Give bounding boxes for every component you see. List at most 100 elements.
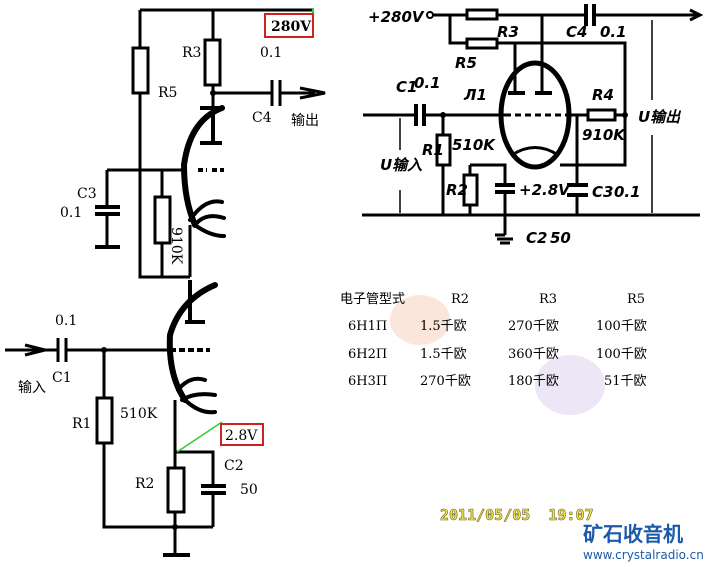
c3-value: 0.1 — [60, 205, 82, 221]
c1-value: 0.1 — [414, 74, 441, 92]
resistor-910k — [153, 195, 172, 245]
resistor-r3 — [465, 8, 499, 21]
timestamp: 2011/05/05 19:07 — [440, 506, 594, 524]
label-c2: C2 — [526, 229, 547, 247]
u-input-label: U输入 — [380, 156, 422, 174]
cathode-upper — [188, 199, 226, 238]
table-cell: 1.5千欧 — [420, 319, 467, 334]
table-row: 6H2П 1.5千欧 360千欧 100千欧 — [348, 347, 647, 362]
label-r2: R2 — [135, 476, 154, 492]
label-c2: C2 — [224, 458, 244, 474]
table-header: R5 — [627, 292, 645, 307]
r1-value: 510K — [120, 406, 158, 422]
c2-value: 50 — [240, 482, 258, 498]
table-cell: 360千欧 — [508, 347, 559, 362]
table-cell: 100千欧 — [596, 319, 647, 334]
tube-label: Л1 — [463, 86, 487, 104]
capacitor-c2 — [163, 484, 226, 557]
table-cell: 180千欧 — [508, 374, 559, 389]
resistor-r3 — [203, 38, 222, 87]
output-label: 输出 — [291, 113, 319, 129]
c1-value: 0.1 — [55, 313, 77, 329]
input-arrow-icon — [24, 343, 46, 357]
wire — [433, 13, 700, 167]
output-arrow-icon — [689, 8, 704, 22]
c2-value: 50 — [550, 229, 571, 247]
voltage-arrows — [399, 20, 653, 213]
brand-url: www.crystalradio.cn — [583, 548, 704, 562]
label-r3: R3 — [497, 23, 519, 41]
background-decoration — [390, 295, 450, 345]
capacitor-c4 — [270, 80, 282, 106]
wire — [362, 113, 700, 245]
label-c1: C1 — [396, 78, 417, 96]
table-header: 电子管型式 — [340, 292, 405, 307]
capacitor-c3 — [95, 205, 120, 249]
table-cell: 6H1П — [348, 319, 387, 334]
tube-envelope-lower — [166, 282, 218, 403]
resistor-r2 — [462, 173, 479, 207]
wire — [5, 348, 215, 555]
table-cell: 6H2П — [348, 347, 387, 362]
resistor-table: 电子管型式 R2 R3 R5 6H1П 1.5千欧 270千欧 100千欧 6H… — [340, 292, 647, 389]
supply-voltage: 280V — [271, 19, 312, 35]
label-c3: C3 — [77, 186, 97, 202]
label-r5: R5 — [158, 85, 177, 101]
label-r4: R4 — [592, 86, 614, 104]
leader-line — [176, 421, 223, 453]
label-r3: R3 — [182, 45, 201, 61]
table-cell: 6H3П — [348, 374, 387, 389]
junction — [210, 90, 216, 96]
junction — [622, 112, 628, 118]
label-c4: C4 — [566, 23, 587, 41]
tube-envelope-upper — [180, 105, 225, 228]
cathode-voltage: +2.8V — [519, 181, 571, 199]
resistor-r5 — [131, 46, 150, 95]
label-r2: R2 — [446, 181, 468, 199]
capacitor-c1 — [414, 104, 426, 126]
tube-heater — [511, 146, 559, 157]
brand-logo: 矿石收音机 — [583, 522, 683, 546]
capacitors-c2-c3 — [495, 183, 588, 197]
cathode-voltage: 2.8V — [225, 428, 258, 444]
table-cell: 270千欧 — [420, 374, 471, 389]
wire — [105, 168, 192, 277]
resistor-r1 — [95, 396, 114, 445]
plate-upper — [200, 106, 222, 145]
label-r5: R5 — [455, 54, 477, 72]
resistor-r1 — [435, 133, 452, 167]
c4-value: 0.1 — [600, 23, 627, 41]
table-cell: 270千欧 — [508, 319, 559, 334]
r4-value: 910K — [582, 126, 626, 144]
resistor-r5 — [465, 37, 499, 50]
cathode-lower — [176, 376, 217, 415]
left-schematic: 280V R3 R5 0.1 C4 输出 C3 0.1 910K 0.1 C1 … — [5, 8, 326, 557]
background-decoration — [535, 355, 605, 415]
capacitor-c4 — [584, 4, 596, 26]
label-r1: R1 — [72, 416, 91, 432]
table-cell: 51千欧 — [604, 374, 647, 389]
right-schematic: +280V R3 R5 C4 0.1 C1 0.1 Л1 R4 910K R1 … — [362, 4, 704, 247]
terminal — [426, 11, 434, 19]
plate-lower — [185, 280, 205, 324]
junction — [101, 347, 107, 353]
table-cell: 1.5千欧 — [420, 347, 467, 362]
label-c3: C3 — [592, 183, 613, 201]
output-arrow-icon — [299, 86, 326, 100]
u-output-label: U输出 — [638, 108, 682, 126]
r1-value: 510K — [452, 136, 496, 154]
label-c4: C4 — [252, 110, 272, 126]
voltage-box — [264, 13, 314, 38]
table-row: 6H1П 1.5千欧 270千欧 100千欧 — [348, 319, 647, 334]
r4-value: 910K — [168, 227, 184, 265]
capacitor-c1 — [56, 338, 68, 362]
table-row: 6H3П 270千欧 180千欧 51千欧 — [348, 374, 647, 389]
table-header: R3 — [539, 292, 557, 307]
table-cell: 100千欧 — [596, 347, 647, 362]
voltage-box — [220, 423, 264, 446]
label-c1: C1 — [52, 370, 72, 386]
junction — [440, 112, 446, 118]
junction — [172, 524, 178, 530]
input-label: 输入 — [18, 380, 46, 396]
